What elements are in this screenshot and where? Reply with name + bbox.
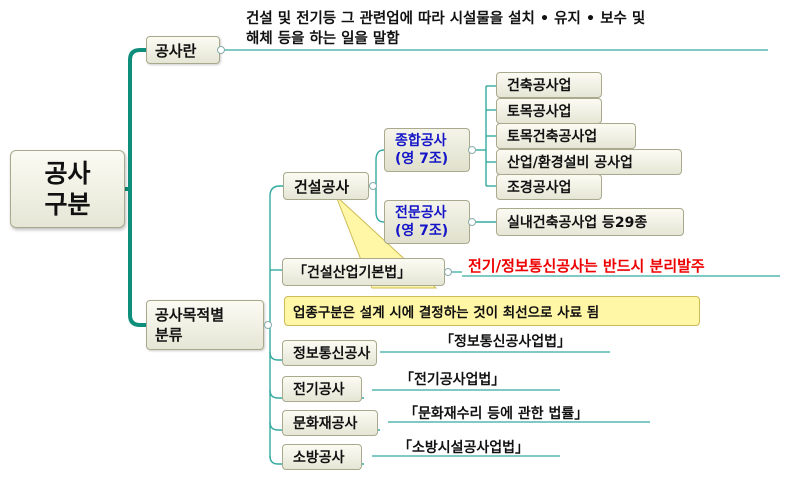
general-item[interactable]: 조경공사업 (496, 174, 602, 200)
collapse-toggle-icon[interactable] (468, 218, 476, 226)
heritage-law: 「문화재수리 등에 관한 법률」 (404, 406, 589, 422)
electrical-construction-node[interactable]: 전기공사 (282, 376, 362, 402)
telecom-construction-node[interactable]: 정보통신공사 (282, 340, 377, 366)
specialty-label-line1: 전문공사 (395, 205, 447, 221)
general-label-line1: 종합공사 (395, 133, 447, 149)
general-item[interactable]: 산업/환경설비 공사업 (496, 149, 682, 175)
collapse-toggle-icon[interactable] (369, 182, 377, 190)
separate-ordering-note: 전기/정보통신공사는 반드시 분리발주 (468, 257, 705, 275)
definition-text-line1: 건설 및 전기등 그 관련업에 따라 시설물을 설치 • 유지 • 보수 및 (246, 11, 646, 27)
definition-text: 건설 및 전기등 그 관련업에 따라 시설물을 설치 • 유지 • 보수 및 해… (246, 9, 645, 49)
telecom-law: 「정보통신공사업법」 (440, 334, 572, 350)
classification-spine (269, 185, 285, 325)
root-node[interactable]: 공사 구분 (10, 150, 125, 228)
electrical-label: 전기공사 (293, 382, 345, 398)
specialty-item-label: 실내건축공사업 등29종 (507, 215, 648, 231)
callout-note[interactable]: 업종구분은 설계 시에 결정하는 것이 최선으로 사료 됨 (284, 296, 700, 326)
callout-text: 업종구분은 설계 시에 결정하는 것이 최선으로 사료 됨 (293, 305, 600, 321)
general-item-label: 건축공사업 (507, 78, 572, 94)
classification-label-line2: 분류 (155, 326, 183, 344)
classification-label-line1: 공사목적별 (155, 306, 225, 324)
general-item-label: 토목건축공사업 (507, 129, 598, 145)
general-item[interactable]: 건축공사업 (496, 72, 602, 98)
collapse-toggle-icon[interactable] (468, 146, 476, 154)
root-label-line2: 구분 (44, 190, 91, 219)
trunk-connector (125, 48, 148, 191)
fire-law: 「소방시설공사업법」 (398, 440, 530, 456)
definition-node[interactable]: 공사란 (146, 36, 220, 64)
general-item-label: 산업/환경설비 공사업 (507, 155, 633, 171)
specialty-label-line2: (영 7조) (395, 223, 449, 239)
electrical-law: 「전기공사업법」 (400, 372, 506, 388)
fire-construction-node[interactable]: 소방공사 (282, 444, 362, 470)
general-label-line2: (영 7조) (395, 151, 449, 167)
root-label-line1: 공사 (44, 159, 91, 188)
general-item[interactable]: 토목공사업 (496, 98, 602, 124)
collapse-toggle-icon[interactable] (444, 268, 452, 276)
collapse-toggle-icon[interactable] (264, 321, 272, 329)
classification-node[interactable]: 공사목적별 분류 (146, 300, 264, 350)
general-construction-node[interactable]: 종합공사 (영 7조) (384, 128, 470, 172)
definition-text-line2: 해체 등을 하는 일을 말함 (246, 31, 400, 47)
collapse-toggle-icon[interactable] (217, 46, 225, 54)
general-item[interactable]: 토목건축공사업 (496, 123, 636, 149)
construction-node[interactable]: 건설공사 (283, 172, 369, 200)
construction-label: 건설공사 (294, 177, 350, 196)
construction-law-node[interactable]: 「건설산업기본법」 (282, 258, 445, 286)
trunk-connector (128, 189, 148, 327)
fire-label: 소방공사 (293, 450, 345, 466)
telecom-label: 정보통신공사 (293, 346, 371, 362)
general-item-label: 토목공사업 (507, 104, 572, 120)
heritage-construction-node[interactable]: 문화재공사 (282, 410, 378, 436)
construction-law-label: 「건설산업기본법」 (293, 265, 412, 281)
specialty-item[interactable]: 실내건축공사업 등29종 (496, 208, 684, 236)
general-item-label: 조경공사업 (507, 180, 572, 196)
heritage-label: 문화재공사 (293, 416, 358, 432)
definition-label: 공사란 (155, 41, 197, 60)
specialty-construction-node[interactable]: 전문공사 (영 7조) (384, 200, 470, 244)
